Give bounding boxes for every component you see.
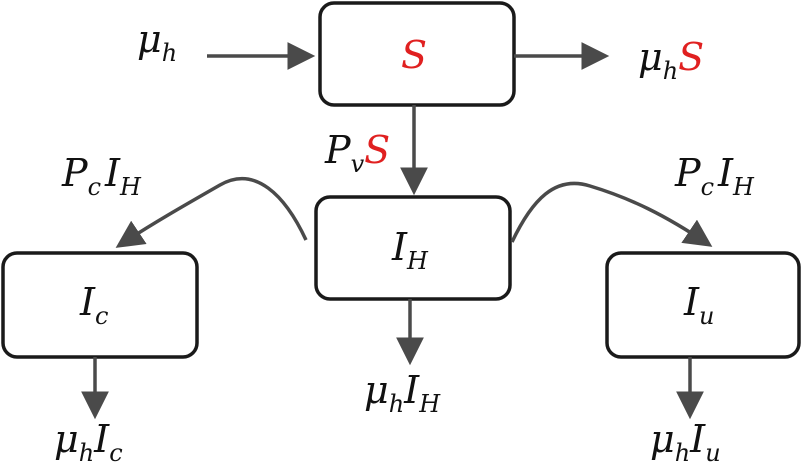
flow-death-h: μhIH: [364, 368, 441, 418]
box-iu: [605, 251, 801, 359]
box-ih: [314, 195, 512, 301]
label-ih: IH: [391, 225, 429, 275]
label-s: S: [401, 33, 427, 77]
flow-birth: μh: [137, 17, 177, 67]
flow-infection: PvS: [324, 128, 390, 178]
flow-death-u: μhIu: [650, 417, 721, 467]
arrow-to-c: [115, 177, 308, 248]
label-ic: Ic: [79, 280, 108, 330]
flow-death-s: μhS: [638, 35, 704, 85]
arrow-to-u: [510, 181, 713, 247]
box-s: [318, 1, 516, 107]
flow-death-c: μhIc: [54, 417, 123, 467]
label-iu: Iu: [683, 280, 714, 330]
box-ic: [1, 251, 199, 359]
